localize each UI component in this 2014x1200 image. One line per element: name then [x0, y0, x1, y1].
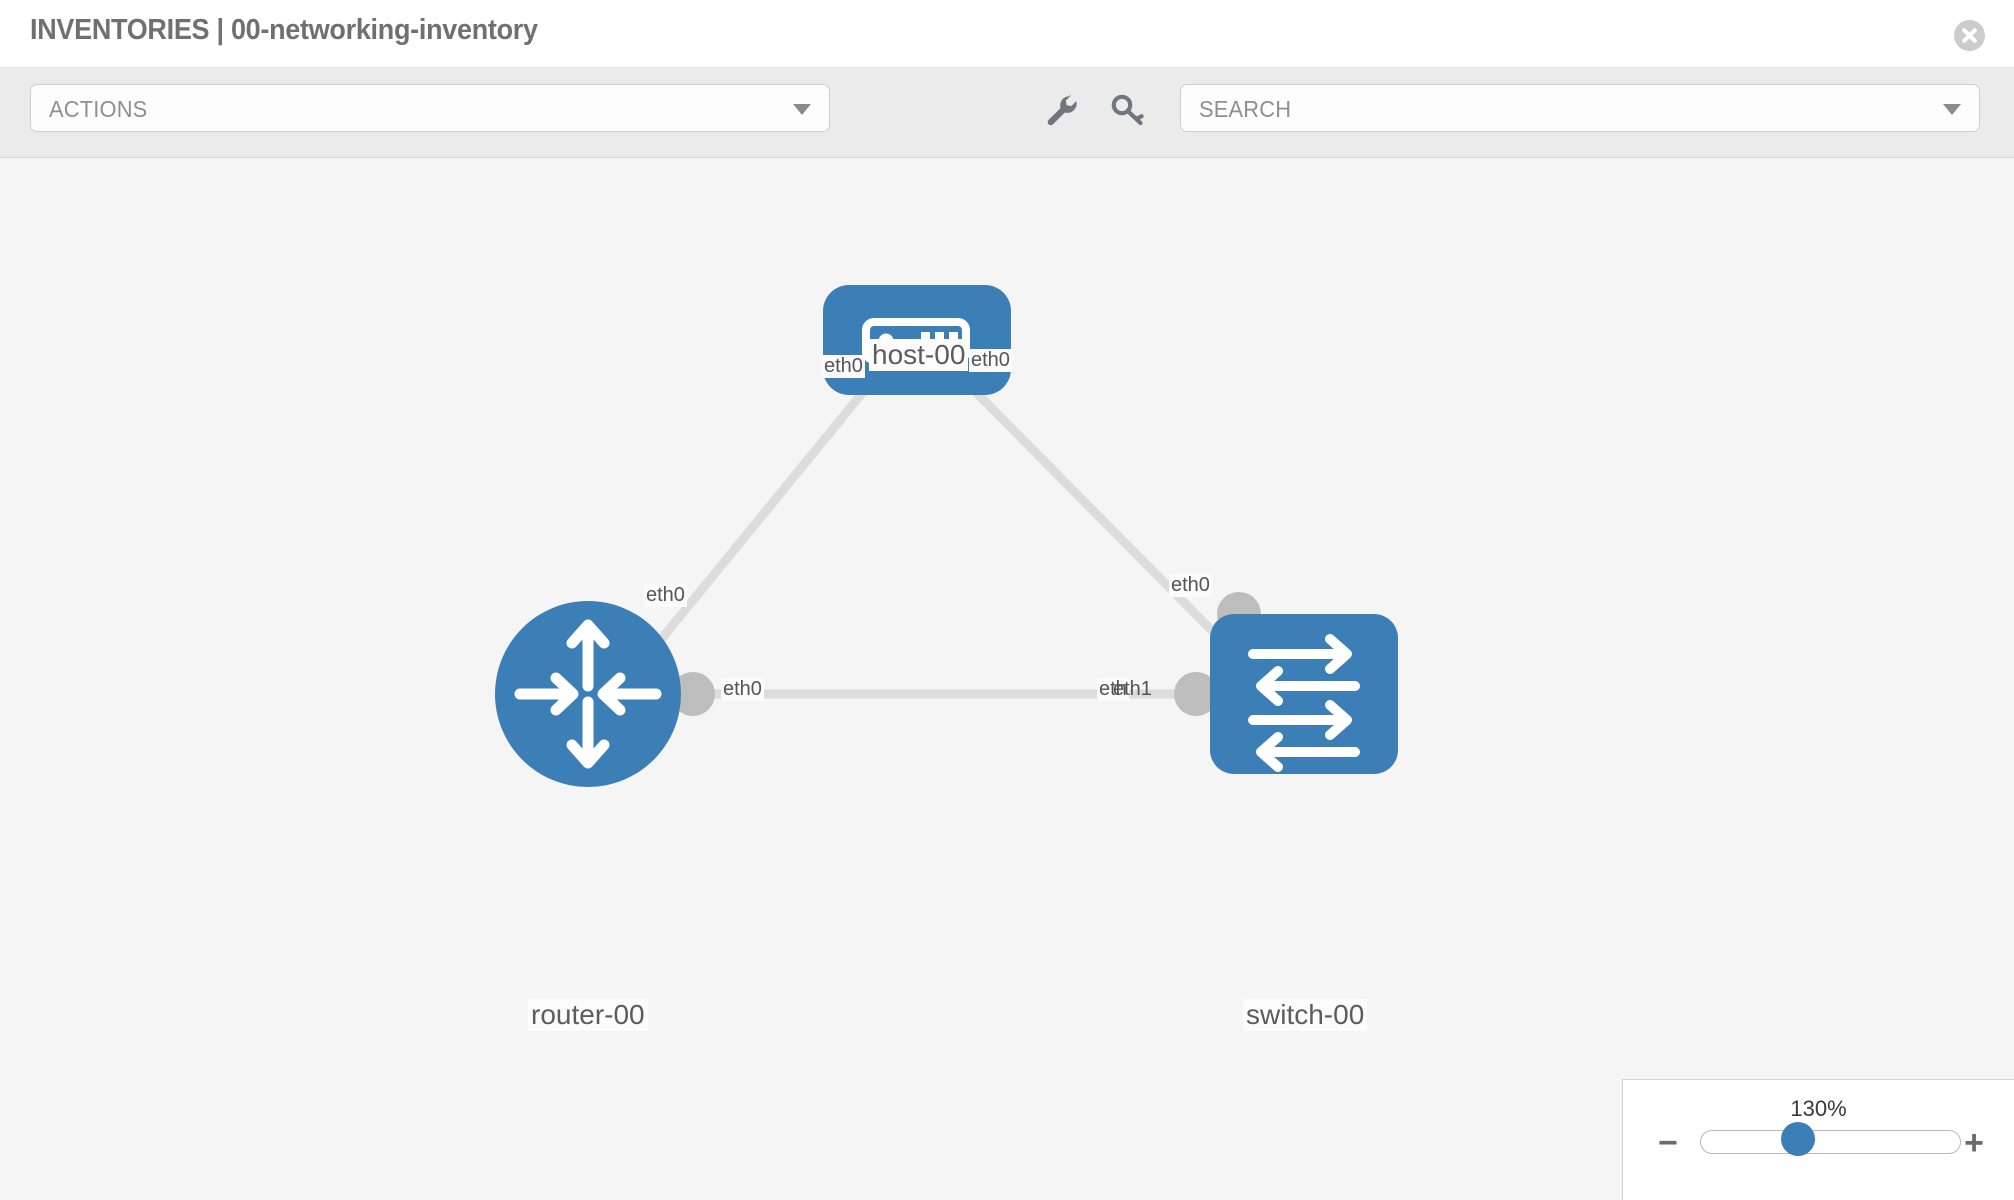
close-icon[interactable] — [1954, 20, 1985, 51]
iface-label-host-right: eth0 — [969, 349, 1012, 372]
node-label-host-00: host-00 — [869, 339, 969, 372]
zoom-level-value: 130% — [1790, 1096, 1847, 1121]
zoom-out-button[interactable]: − — [1658, 1124, 1678, 1162]
search-dropdown[interactable]: SEARCH — [1180, 84, 1980, 132]
link-host-router[interactable] — [641, 361, 890, 662]
actions-dropdown[interactable]: ACTIONS — [30, 84, 830, 132]
topology-canvas[interactable]: host-00 router-00 switch-00 eth0 eth0 et… — [0, 159, 2014, 1200]
iface-label-switch-left-a: eth — [1097, 678, 1129, 701]
node-router-00[interactable] — [495, 601, 681, 787]
node-label-switch-00: switch-00 — [1243, 999, 1368, 1032]
topology-graph — [495, 285, 1398, 787]
zoom-slider-thumb[interactable] — [1781, 1122, 1815, 1156]
iface-label-router-right: eth0 — [721, 678, 764, 701]
chevron-down-icon — [793, 104, 811, 115]
key-icon[interactable] — [1110, 92, 1146, 128]
actions-dropdown-label: ACTIONS — [49, 96, 148, 122]
iface-label-router-up: eth0 — [644, 584, 687, 607]
zoom-in-button[interactable]: + — [1964, 1124, 1984, 1162]
port-switch-left[interactable] — [1174, 672, 1218, 716]
iface-label-switch-up: eth0 — [1169, 574, 1212, 597]
page-title: INVENTORIES | 00-networking-inventory — [30, 14, 538, 46]
chevron-down-icon — [1943, 104, 1961, 115]
search-dropdown-label: SEARCH — [1199, 96, 1292, 122]
zoom-control-panel: 130% − + — [1622, 1079, 2014, 1200]
router-arrows-icon — [514, 619, 662, 769]
iface-label-switch-left-b: eth1 — [1113, 678, 1152, 700]
node-switch-00[interactable] — [1210, 614, 1398, 774]
wrench-icon[interactable] — [1044, 92, 1080, 128]
port-router-right[interactable] — [671, 672, 715, 716]
zoom-slider-track[interactable] — [1700, 1130, 1961, 1154]
switch-arrows-icon — [1248, 634, 1360, 772]
page-header: INVENTORIES | 00-networking-inventory — [0, 0, 2014, 68]
iface-label-host-left: eth0 — [822, 355, 865, 378]
node-label-router-00: router-00 — [528, 999, 648, 1032]
link-host-switch[interactable] — [944, 360, 1244, 663]
link-layer — [640, 360, 1250, 699]
